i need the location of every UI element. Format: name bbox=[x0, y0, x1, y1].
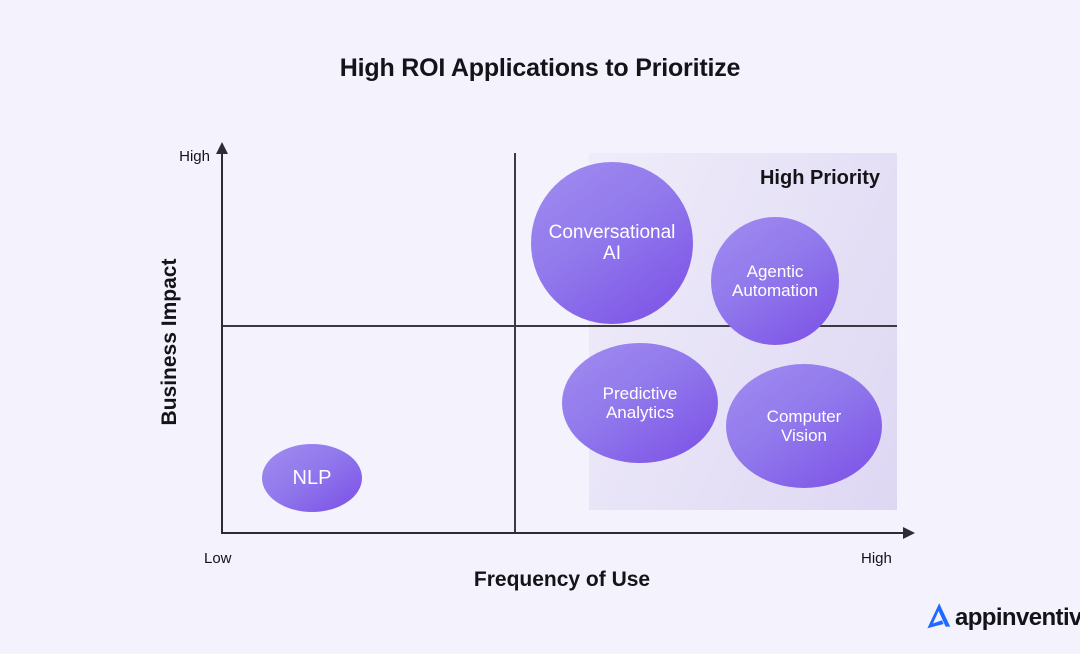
x-axis-line bbox=[221, 532, 905, 534]
x-axis-tick-high: High bbox=[861, 550, 892, 567]
brand-logo: appinventiv bbox=[924, 600, 1080, 635]
appinventiv-a-icon bbox=[924, 600, 954, 635]
bubble-label: Conversational AI bbox=[548, 221, 676, 264]
x-axis-title: Frequency of Use bbox=[473, 568, 651, 591]
y-axis-arrow-icon bbox=[216, 142, 228, 154]
bubble-label: Computer Vision bbox=[766, 406, 842, 445]
bubble-conversational-ai[interactable]: Conversational AI bbox=[531, 162, 693, 324]
bubble-label: Agentic Automation bbox=[732, 261, 818, 300]
x-axis-tick-low: Low bbox=[204, 550, 232, 567]
y-axis-line bbox=[221, 152, 223, 534]
bubble-nlp[interactable]: NLP bbox=[262, 444, 362, 512]
brand-name: appinventiv bbox=[955, 603, 1080, 631]
quadrant-divider-horizontal bbox=[222, 325, 897, 327]
quadrant-divider-vertical bbox=[514, 153, 516, 533]
bubble-agentic-automation[interactable]: Agentic Automation bbox=[711, 217, 839, 345]
y-axis-title: Business Impact bbox=[158, 258, 181, 426]
y-axis-tick-high: High bbox=[179, 148, 210, 165]
x-axis-arrow-icon bbox=[903, 527, 915, 539]
bubble-label: Predictive Analytics bbox=[602, 383, 678, 422]
high-priority-label: High Priority bbox=[759, 167, 880, 189]
bubble-computer-vision[interactable]: Computer Vision bbox=[726, 364, 882, 488]
bubble-predictive-analytics[interactable]: Predictive Analytics bbox=[562, 343, 718, 463]
bubble-label: NLP bbox=[292, 466, 332, 489]
page-title: High ROI Applications to Prioritize bbox=[339, 54, 741, 82]
